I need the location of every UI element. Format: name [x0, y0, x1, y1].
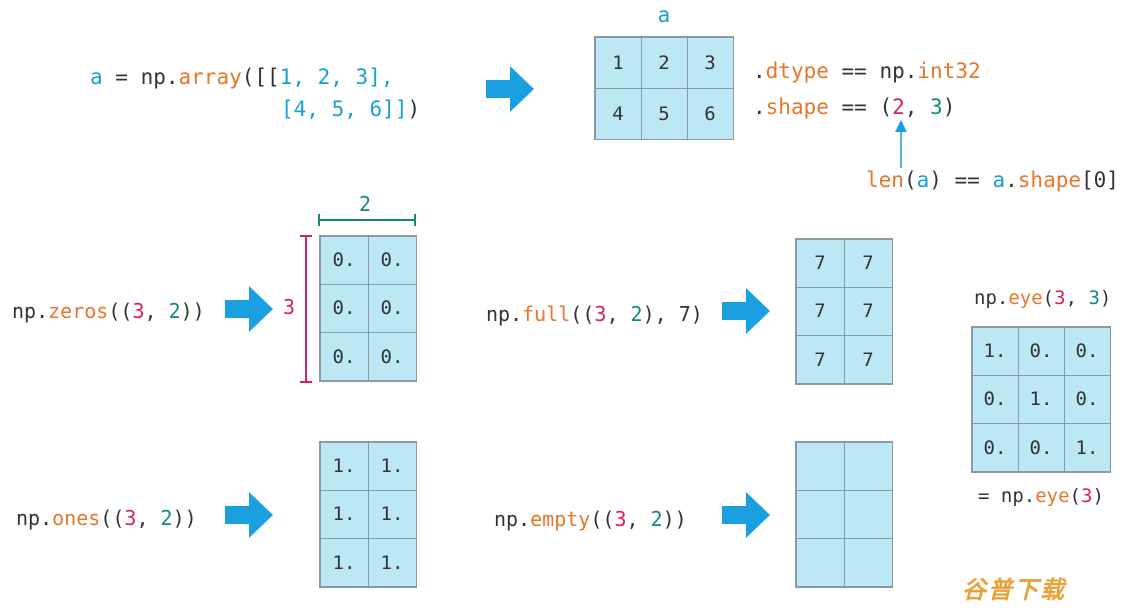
len-line: len(a) == a.shape[0]: [866, 168, 1119, 192]
grid-cell: [795, 538, 845, 588]
watermark-logo: 谷普下载: [962, 576, 1066, 604]
grid-cell: 7: [843, 238, 893, 288]
var-a: a: [90, 65, 103, 89]
empty-grid: [795, 441, 893, 588]
dtype-prop: dtype: [765, 59, 829, 83]
grid-cell: 0.: [1017, 326, 1065, 376]
up-arrow-icon: [894, 120, 908, 172]
right-arrow-icon: [225, 492, 273, 538]
full-fn: full: [522, 302, 571, 326]
grid-cell: 0.: [367, 283, 417, 334]
zeros-height-label: 3: [283, 295, 296, 319]
right-arrow-icon: [722, 492, 770, 538]
grid-cell: 0.: [367, 332, 417, 382]
grid-cell: 4: [594, 87, 642, 140]
ones-fn: ones: [52, 506, 101, 530]
row2-close: ]]: [382, 97, 408, 121]
grid-cell: 1.: [367, 489, 417, 540]
grid-cell: 1.: [367, 441, 417, 491]
dtype-value: int32: [917, 59, 981, 83]
grid-cell: 0.: [1063, 374, 1111, 425]
row1-values: 1, 2, 3: [279, 65, 369, 89]
full-call: np.full((3, 2), 7): [486, 302, 703, 326]
grid-cell: 1.: [319, 441, 369, 491]
array-call-line2: [4, 5, 6]]): [281, 99, 420, 120]
grid-cell: 5: [640, 87, 688, 140]
shape-line: .shape == (2, 3): [753, 95, 956, 119]
shape-prop: shape: [765, 95, 829, 119]
grid-cell: 7: [795, 286, 845, 337]
grid-cell: [843, 489, 893, 540]
grid-cell: [795, 489, 845, 540]
len-fn: len: [866, 168, 904, 192]
np-prefix: = np.: [102, 65, 179, 89]
grid-cell: 2: [640, 36, 688, 89]
ones-call: np.ones((3, 2)): [16, 506, 197, 530]
zeros-call: np.zeros((3, 2)): [12, 299, 205, 323]
array-fn: array: [178, 65, 242, 89]
zeros-grid: 0.0.0.0.0.0.: [319, 235, 417, 382]
right-arrow-icon: [225, 286, 273, 332]
array-call-line1: a = np.array([[1, 2, 3],: [90, 67, 393, 88]
grid-cell: [795, 441, 845, 491]
grid-cell: 1.: [319, 489, 369, 540]
row2-values: 4, 5, 6: [293, 97, 383, 121]
grid-cell: 0.: [319, 332, 369, 382]
height-dimension-line: [299, 235, 313, 387]
open-bracket: ([[: [241, 65, 280, 89]
ones-grid: 1.1.1.1.1.1.: [319, 441, 417, 588]
grid-cell: 1.: [1063, 423, 1111, 473]
row2-open: [: [281, 97, 294, 121]
shape-cols: 3: [930, 95, 943, 119]
right-arrow-icon: [486, 66, 534, 112]
eye-fn: eye: [1008, 287, 1043, 309]
grid-cell: 6: [686, 87, 734, 140]
grid-cell: [843, 538, 893, 588]
zeros-width-label: 2: [359, 192, 372, 216]
eye-call-top: np.eye(3, 3): [974, 287, 1112, 309]
grid-cell: 3: [686, 36, 734, 89]
width-dimension-line: [318, 212, 416, 231]
grid-cell: 1.: [971, 326, 1019, 376]
eye-grid: 1.0.0.0.1.0.0.0.1.: [971, 326, 1111, 473]
grid-cell: 0.: [319, 235, 369, 285]
right-arrow-icon: [722, 288, 770, 334]
empty-fn: empty: [530, 507, 591, 531]
grid-cell: 7: [795, 335, 845, 385]
grid-cell: 7: [843, 335, 893, 385]
grid-cell: 1: [594, 36, 642, 89]
grid-cell: 1.: [367, 538, 417, 588]
grid-cell: 0.: [1063, 326, 1111, 376]
grid-cell: 7: [843, 286, 893, 337]
grid-cell: 0.: [1017, 423, 1065, 473]
grid-cell: 0.: [367, 235, 417, 285]
grid-cell: 0.: [971, 374, 1019, 425]
grid-title: a: [657, 3, 671, 27]
shape-rows: 2: [892, 95, 905, 119]
row1-close: ],: [368, 65, 394, 89]
grid-cell: 1.: [319, 538, 369, 588]
grid-cell: 1.: [1017, 374, 1065, 425]
close-paren: ): [407, 97, 421, 121]
grid-cell: 0.: [971, 423, 1019, 473]
grid-cell: 0.: [319, 283, 369, 334]
eye-call-bottom: = np.eye(3): [978, 485, 1104, 507]
dtype-line: .dtype == np.int32: [753, 59, 981, 83]
empty-call: np.empty((3, 2)): [494, 507, 687, 531]
grid-cell: 7: [795, 238, 845, 288]
zeros-fn: zeros: [48, 299, 109, 323]
grid-cell: [843, 441, 893, 491]
